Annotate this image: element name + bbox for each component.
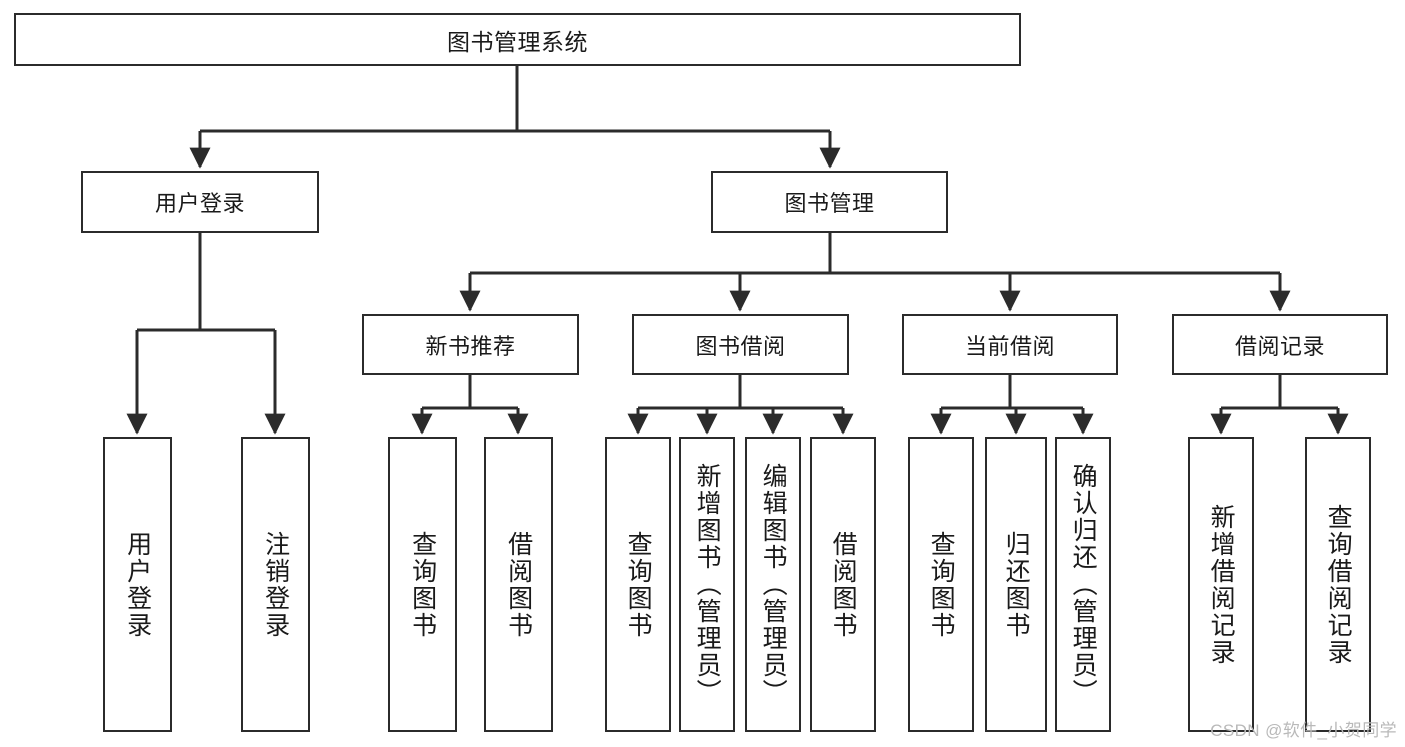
node-book-management-label: 图书管理 [784,191,875,216]
leaf-borrow-book-newbook[interactable]: 借阅图书 [484,437,553,732]
node-borrow-record-label: 借阅记录 [1234,333,1325,359]
leaf-add-borrow-record[interactable]: 新增借阅记录 [1188,437,1254,732]
leaf-logout-label: 注销登录 [261,530,290,639]
leaf-query-book-borrow[interactable]: 查询图书 [605,437,671,732]
node-borrow-record[interactable]: 借阅记录 [1172,314,1388,375]
leaf-edit-book-admin-label: 编辑图书（管理员） [759,463,788,706]
node-book-management[interactable]: 图书管理 [711,171,948,233]
leaf-query-book-current[interactable]: 查询图书 [908,437,974,732]
node-root[interactable]: 图书管理系统 [14,13,1021,66]
leaf-add-book-admin-label: 新增图书（管理员） [693,463,722,706]
watermark: CSDN @软件_小贺同学 [1210,721,1397,740]
node-new-book-recommend[interactable]: 新书推荐 [362,314,579,375]
node-book-borrow-label: 图书借阅 [695,333,786,359]
leaf-query-book-newbook-label: 查询图书 [408,530,437,639]
leaf-logout[interactable]: 注销登录 [241,437,310,732]
leaf-user-login-label: 用户登录 [123,530,152,639]
node-user-login[interactable]: 用户登录 [81,171,319,233]
leaf-user-login[interactable]: 用户登录 [103,437,172,732]
leaf-query-book-newbook[interactable]: 查询图书 [388,437,457,732]
leaf-return-book-label: 归还图书 [1002,530,1031,639]
leaf-query-borrow-record[interactable]: 查询借阅记录 [1305,437,1371,732]
leaf-edit-book-admin[interactable]: 编辑图书（管理员） [745,437,801,732]
leaf-borrow-book[interactable]: 借阅图书 [810,437,876,732]
leaf-confirm-return-admin[interactable]: 确认归还（管理员） [1055,437,1111,732]
leaf-query-borrow-record-label: 查询借阅记录 [1324,503,1353,666]
node-user-login-label: 用户登录 [154,191,245,216]
node-book-borrow[interactable]: 图书借阅 [632,314,849,375]
leaf-borrow-book-newbook-label: 借阅图书 [504,530,533,639]
leaf-query-book-current-label: 查询图书 [927,530,956,639]
leaf-borrow-book-label: 借阅图书 [829,530,858,639]
node-root-label: 图书管理系统 [447,28,588,55]
leaf-confirm-return-admin-label: 确认归还（管理员） [1069,463,1098,706]
node-current-borrow-label: 当前借阅 [964,333,1055,359]
leaf-query-book-borrow-label: 查询图书 [624,530,653,639]
leaf-add-borrow-record-label: 新增借阅记录 [1207,503,1236,666]
leaf-add-book-admin[interactable]: 新增图书（管理员） [679,437,735,732]
node-new-book-recommend-label: 新书推荐 [425,333,516,359]
leaf-return-book[interactable]: 归还图书 [985,437,1047,732]
node-current-borrow[interactable]: 当前借阅 [902,314,1118,375]
